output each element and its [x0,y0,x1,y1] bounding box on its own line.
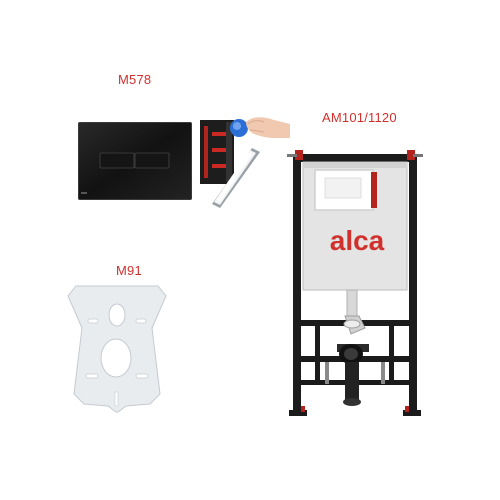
insulation-mat-image [67,285,167,413]
flush-plate-image [78,122,192,200]
installation-frame-image: alca [287,150,423,416]
label-frame: AM101/1120 [322,110,397,125]
alca-logo: alca [330,225,385,256]
label-flush-plate: M578 [118,72,152,87]
label-mat: M91 [116,263,142,278]
installation-photo [200,117,290,208]
